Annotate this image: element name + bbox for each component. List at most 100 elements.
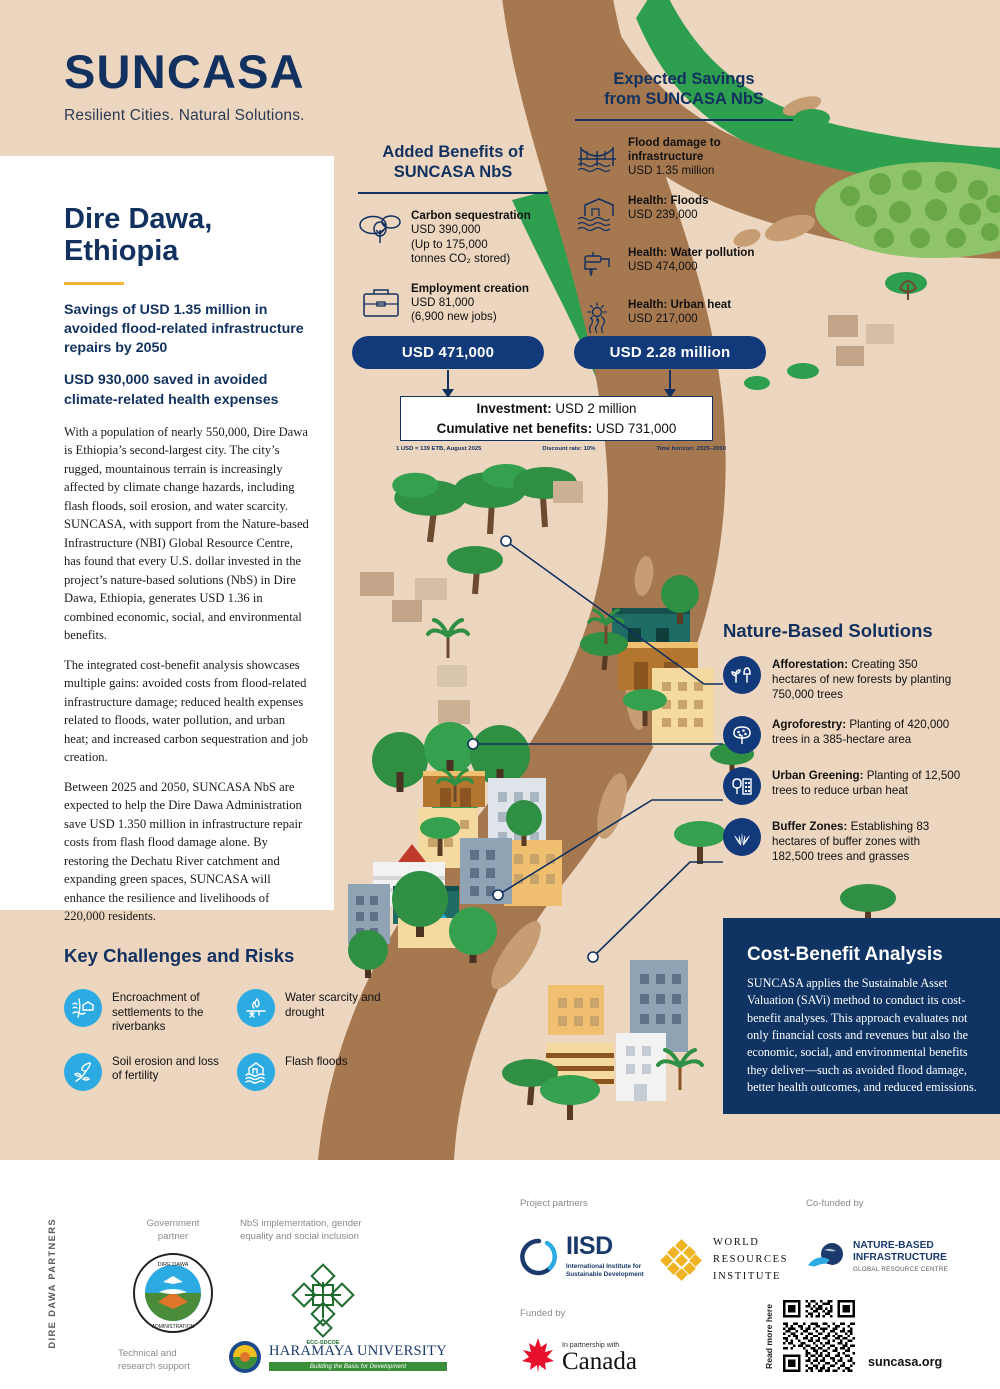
house-flood-icon [575, 194, 619, 231]
added-benefits-section: Added Benefits of SUNCASA NbS Carbon seq… [358, 143, 548, 325]
cofunded-block: Co-funded by [806, 1198, 864, 1211]
buildings-right-mid [580, 575, 714, 746]
headline-savings-infrastructure: Savings of USD 1.35 million in avoided f… [64, 301, 304, 357]
footnote-time-horizon: Time horizon: 2025–2050 [656, 446, 726, 452]
sandbar [782, 96, 822, 116]
bridge-icon [575, 136, 619, 173]
saving-row-water-pollution: Health: Water pollution USD 474,000 [575, 246, 793, 283]
investment-value: USD 2 million [555, 401, 637, 417]
headline-savings-health: USD 930,000 saved in avoided climate-rel… [64, 372, 279, 408]
nbs-heading: Nature-Based Solutions [723, 620, 933, 641]
gold-divider [64, 281, 124, 285]
benefit-value: USD 81,000 [411, 295, 475, 309]
canada-logo: In partnership with Canada [520, 1336, 637, 1374]
net-benefits-value: USD 731,000 [595, 420, 677, 436]
partners-vertical-label: DIRE DAWA PARTNERS [47, 1218, 57, 1349]
haramaya-seal-icon [229, 1341, 261, 1373]
body-paragraph-2: The integrated cost-benefit analysis sho… [64, 657, 309, 765]
nbs-item-text: Urban Greening: Planting of 12,500 trees… [772, 767, 963, 798]
body-paragraph-1: With a population of nearly 550,000, Dir… [64, 424, 309, 643]
benefit-title: Carbon sequestration [411, 209, 531, 223]
sandbar [597, 773, 627, 839]
sapling-shovel-icon [723, 656, 761, 694]
challenge-item-flash-floods: Flash floods [237, 1052, 392, 1091]
benefit-note: (Up to 175,000 tonnes CO₂ stored) [411, 237, 511, 266]
cost-benefit-analysis-box: Cost-Benefit Analysis SUNCASA applies th… [723, 918, 1000, 1114]
cofunded-caption: Co-funded by [806, 1198, 864, 1209]
nature-based-solutions-section: Nature-Based Solutions Afforestation: Cr… [723, 620, 963, 877]
benefit-row-carbon: Carbon sequestration USD 390,000 (Up to … [358, 209, 548, 267]
nbi-logo: NATURE-BASED INFRASTRUCTURE GLOBAL RESOU… [806, 1240, 948, 1273]
river-main [318, 0, 726, 1160]
benefit-title: Employment creation [411, 281, 529, 295]
saving-row-urban-heat: Health: Urban heat USD 217,000 [575, 298, 793, 335]
project-partners-caption: Project partners [520, 1198, 588, 1209]
canada-partnership-label: In partnership with [562, 1342, 620, 1350]
wri-name: WORLD RESOURCES INSTITUTE [713, 1237, 789, 1282]
dire-dawa-admin-logo: DIRE DAWA ADMINISTRATION [133, 1252, 213, 1333]
total-expected-savings-pill: USD 2.28 million [574, 336, 766, 369]
nbs-item-text: Agroforestry: Planting of 420,000 trees … [772, 716, 963, 747]
website-url[interactable]: suncasa.org [868, 1355, 943, 1369]
briefcase-icon [358, 282, 402, 319]
project-partners-block: Project partners [520, 1198, 588, 1211]
nbs-item-label: Afforestation: [772, 658, 848, 671]
expected-savings-heading: Expected Savings from SUNCASA NbS [604, 70, 764, 108]
grass-tuft-icon [723, 817, 761, 856]
nbs-item-label: Agroforestry: [772, 717, 847, 731]
technical-support-block: Technical and research support [118, 1348, 228, 1374]
nbs-item-detail: Planting of 420,000 trees in a 385-hecta… [772, 717, 950, 746]
nbs-item-detail: Planting of 12,500 trees to reduce urban… [772, 768, 961, 797]
nbs-item-text: Afforestation: Creating 350 hectares of … [772, 656, 963, 703]
water-scarcity-icon [237, 989, 275, 1027]
challenge-item-encroachment: Encroachment of settlements to the river… [64, 989, 219, 1035]
funded-by-caption: Funded by [520, 1308, 566, 1319]
benefit-note: (6,900 new jobs) [411, 310, 497, 324]
nbs-item-urban-greening: Urban Greening: Planting of 12,500 trees… [723, 766, 963, 805]
brand-name: SUNCASA [64, 45, 305, 98]
cba-text: SUNCASA applies the Sustainable Asset Va… [747, 976, 977, 1094]
sun-heat-icon [575, 298, 619, 335]
saving-value: USD 474,000 [628, 260, 698, 273]
nbs-partner-caption: NbS implementation, gender equality and … [240, 1218, 362, 1242]
investment-label: Investment: [476, 401, 552, 417]
saving-value: USD 1.35 million [628, 164, 715, 178]
benefit-row-employment: Employment creation USD 81,000 (6,900 ne… [358, 282, 548, 325]
total-added-benefits-pill: USD 471,000 [352, 336, 544, 369]
saving-row-flood-damage: Flood damage to infrastructure USD 1.35 … [575, 136, 793, 179]
qr-code-icon[interactable] [783, 1300, 855, 1372]
challenge-text: Soil erosion and loss of fertility [112, 1054, 219, 1083]
iisd-name: IISD [566, 1232, 613, 1260]
canada-maple-leaf-icon [522, 1338, 554, 1373]
nbs-item-afforestation: Afforestation: Creating 350 hectares of … [723, 656, 963, 703]
nbi-tagline: GLOBAL RESOURCE CENTRE [853, 1266, 949, 1274]
huts-cluster-right [828, 280, 918, 366]
added-benefits-heading: Added Benefits of SUNCASA NbS [382, 143, 524, 181]
arrow-down-left [441, 370, 456, 398]
svg-text:ADMINISTRATION: ADMINISTRATION [152, 1324, 195, 1330]
nbi-globe-icon [808, 1242, 843, 1270]
left-white-panel [0, 156, 334, 910]
added-benefits-divider [358, 191, 548, 195]
assumption-footnotes: 1 USD = 139 ETB, August 2025 Discount ra… [396, 446, 726, 452]
brand-logo: SUNCASA Resilient Cities. Natural Soluti… [64, 48, 305, 125]
forest-patch [815, 162, 1000, 258]
ecc-sdcoe-label: ECC-SDCOE [306, 1340, 339, 1346]
faucet-icon [575, 246, 619, 283]
challenge-text: Water scarcity and drought [285, 991, 381, 1019]
sandbar [491, 921, 541, 989]
qr-block[interactable]: Read more here [764, 1300, 855, 1372]
wri-logo: WORLD RESOURCES INSTITUTE [660, 1235, 788, 1285]
city-cluster-lower-right [502, 743, 896, 1120]
haramaya-name: HARAMAYA UNIVERSITY [269, 1343, 447, 1359]
arrow-down-right [663, 370, 678, 398]
expected-savings-divider [575, 118, 793, 122]
brand-tagline: Resilient Cities. Natural Solutions. [64, 107, 305, 124]
investment-line: Investment: USD 2 million [477, 399, 637, 418]
challenges-heading: Key Challenges and Risks [64, 945, 295, 966]
saving-value: USD 217,000 [628, 312, 698, 325]
tree-building-icon [723, 766, 761, 805]
expected-savings-section: Expected Savings from SUNCASA NbS Flood … [575, 70, 793, 335]
saving-title: Health: Floods [628, 193, 709, 207]
challenge-item-water-scarcity: Water scarcity and drought [237, 989, 392, 1035]
